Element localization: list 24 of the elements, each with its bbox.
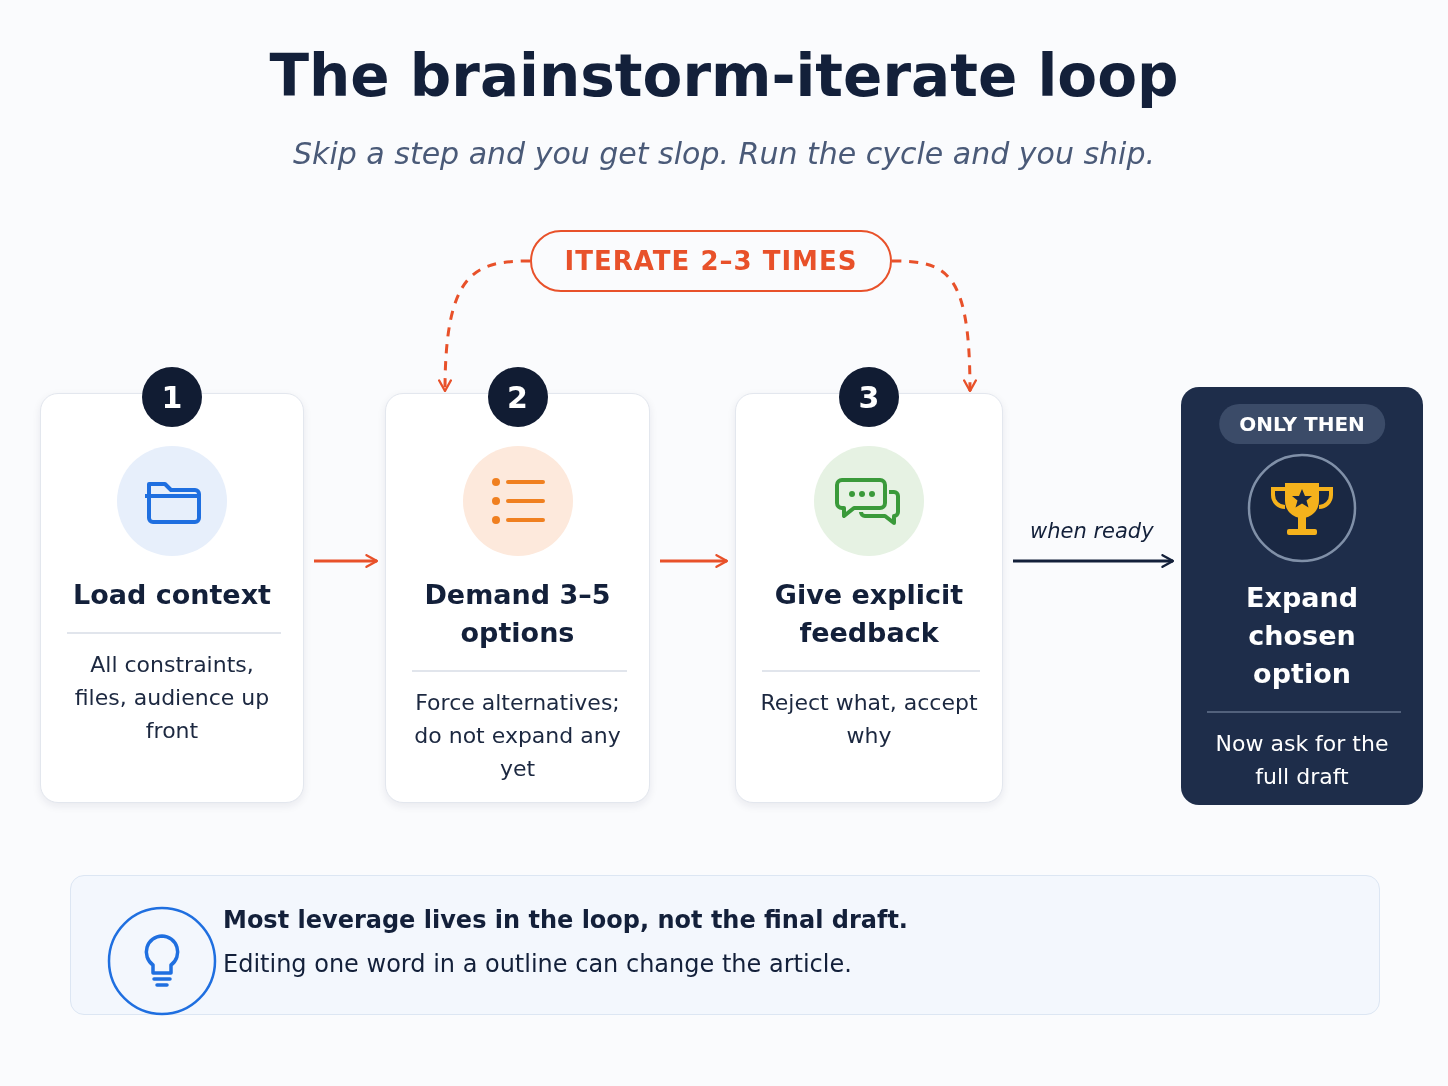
title: The brainstorm-iterate loop [268,42,1180,110]
arrow [1013,554,1175,568]
step-number: 3 [839,367,899,427]
step-description: Force alternatives; do not expand any yet [413,689,622,783]
arrow [891,259,977,393]
step-number: 2 [487,367,548,427]
arrow [314,554,379,568]
step-number: 1 [142,367,202,427]
step-title: Demand 3–5 options [423,578,612,650]
step-description: Reject what, accept why [759,689,979,750]
final-card [1181,387,1423,805]
step-title: Load context [72,578,272,612]
arrow [660,554,729,568]
tip-text: Editing one word in a outline can change the article. [223,950,852,978]
status-tag: ONLY THEN [1219,404,1385,444]
step-title: Give explicit feedback [773,578,965,650]
subtitle: Skip a step and you get slop. Run the cycle and you ship. [292,136,1156,171]
step-description: All constraints, files, audience up front [73,651,271,745]
step-title: Expand chosen option [1245,581,1359,691]
step-description: Now ask for the full draft [1214,730,1390,791]
tip-heading: Most leverage lives in the loop, not the final draft. [223,906,908,934]
arrow [438,259,531,393]
iterate-pill: ITERATE 2–3 TIMES [530,230,892,292]
tip-panel [70,875,1380,1015]
